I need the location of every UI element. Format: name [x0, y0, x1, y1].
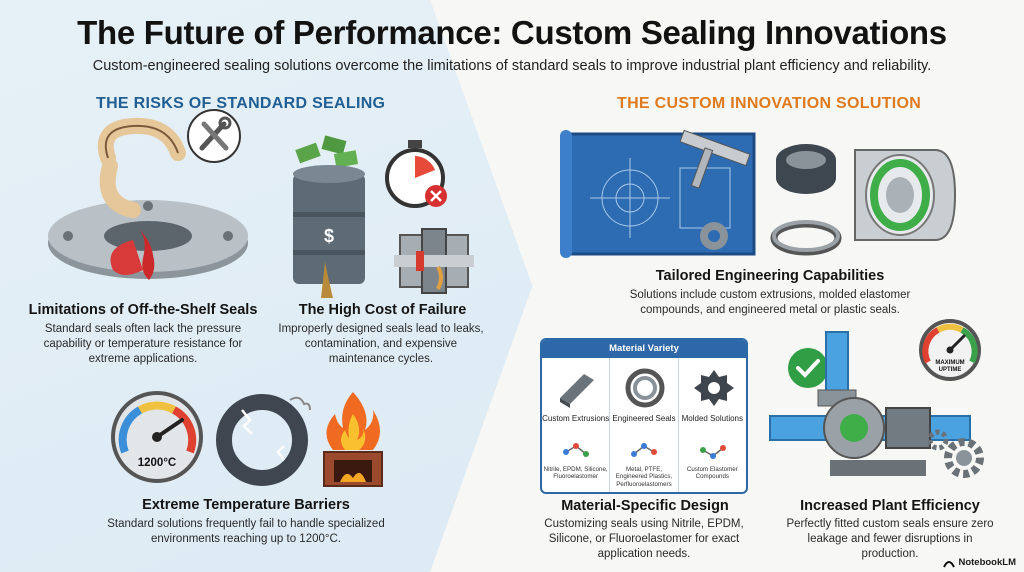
card-title-extreme-temperature: Extreme Temperature Barriers	[142, 497, 350, 513]
material-list-extrusions: Nitrile, EPDM, Silicone, Fluoroelastomer	[543, 466, 608, 481]
card-desc-limitations: Standard seals often lack the pressure c…	[43, 323, 243, 365]
pipe-pump-icon	[769, 331, 971, 476]
card-desc-tailored-engineering: Solutions include custom extrusions, mol…	[629, 289, 911, 316]
material-panel-heading: Material Variety	[542, 340, 746, 358]
molecule-icon	[699, 445, 726, 459]
card-title-cost-of-failure: The High Cost of Failure	[298, 302, 467, 318]
molecule-icon	[563, 443, 589, 457]
page-title: The Future of Performance: Custom Sealin…	[77, 14, 947, 51]
card-desc-plant-efficiency: Perfectly fitted custom seals ensure zer…	[786, 518, 994, 560]
molecule-icon	[631, 443, 658, 457]
stopwatch-icon	[385, 140, 447, 208]
material-name-molded: Molded Solutions	[681, 414, 743, 423]
molded-gear-icon	[693, 370, 734, 406]
gears-icon	[927, 429, 984, 478]
card-title-tailored-engineering: Tailored Engineering Capabilities	[655, 268, 885, 284]
cracked-ring-icon	[216, 394, 311, 486]
temperature-gauge-icon	[111, 391, 203, 483]
card-desc-extreme-temperature: Standard solutions frequently fail to ha…	[107, 518, 385, 545]
money-barrel-icon: $	[293, 135, 365, 298]
material-column-engineered: Engineered Seals Metal, PTFE, Engineered…	[610, 358, 679, 492]
broken-seal-flange-icon	[48, 117, 248, 280]
left-section-heading: THE RISKS OF STANDARD SEALING	[96, 95, 386, 112]
leaking-cutaway-icon	[394, 228, 474, 294]
custom-seal-parts-icon	[770, 144, 842, 256]
gauge-temp-label: 1200°C	[137, 457, 177, 469]
material-variety-panel: Material Variety Custom Extrusions Nitri…	[540, 338, 748, 494]
card-desc-cost-of-failure: Improperly designed seals lead to leaks,…	[278, 323, 484, 365]
uptime-gauge-label: MAXIMUM UPTIME	[935, 360, 965, 373]
card-title-plant-efficiency: Increased Plant Efficiency	[800, 498, 980, 514]
material-column-extrusions: Custom Extrusions Nitrile, EPDM, Silicon…	[542, 358, 611, 492]
seal-cutaway-housing-icon	[854, 149, 957, 241]
bearing-ring-icon	[625, 368, 665, 408]
material-column-molded: Molded Solutions Custom Elastomer Compou…	[679, 358, 746, 492]
uptime-gauge-icon	[919, 319, 981, 381]
material-list-molded: Custom Elastomer Compounds	[686, 466, 738, 481]
repair-tools-icon	[187, 109, 241, 163]
card-title-limitations: Limitations of Off-the-Shelf Seals	[28, 302, 258, 318]
material-name-engineered: Engineered Seals	[612, 414, 676, 423]
brand-label: NotebookLM	[958, 557, 1016, 568]
right-section-heading: THE CUSTOM INNOVATION SOLUTION	[617, 95, 922, 112]
furnace-fire-icon	[323, 392, 383, 487]
extrusion-profile-icon	[560, 374, 594, 408]
page-subtitle: Custom-engineered sealing solutions over…	[92, 58, 932, 74]
notebooklm-badge: NotebookLM	[943, 557, 1016, 568]
material-list-engineered: Metal, PTFE, Engineered Plastics, Perflu…	[615, 466, 673, 488]
blueprint-caliper-icon	[560, 129, 756, 258]
card-desc-material-design: Customizing seals using Nitrile, EPDM, S…	[544, 518, 744, 560]
checkmark-icon	[788, 348, 828, 388]
card-title-material-design: Material-Specific Design	[561, 498, 729, 514]
header: The Future of Performance: Custom Sealin…	[0, 14, 1024, 74]
notebooklm-logo-icon	[943, 560, 956, 567]
svg-text:$: $	[324, 226, 334, 246]
material-name-extrusions: Custom Extrusions	[542, 414, 610, 423]
